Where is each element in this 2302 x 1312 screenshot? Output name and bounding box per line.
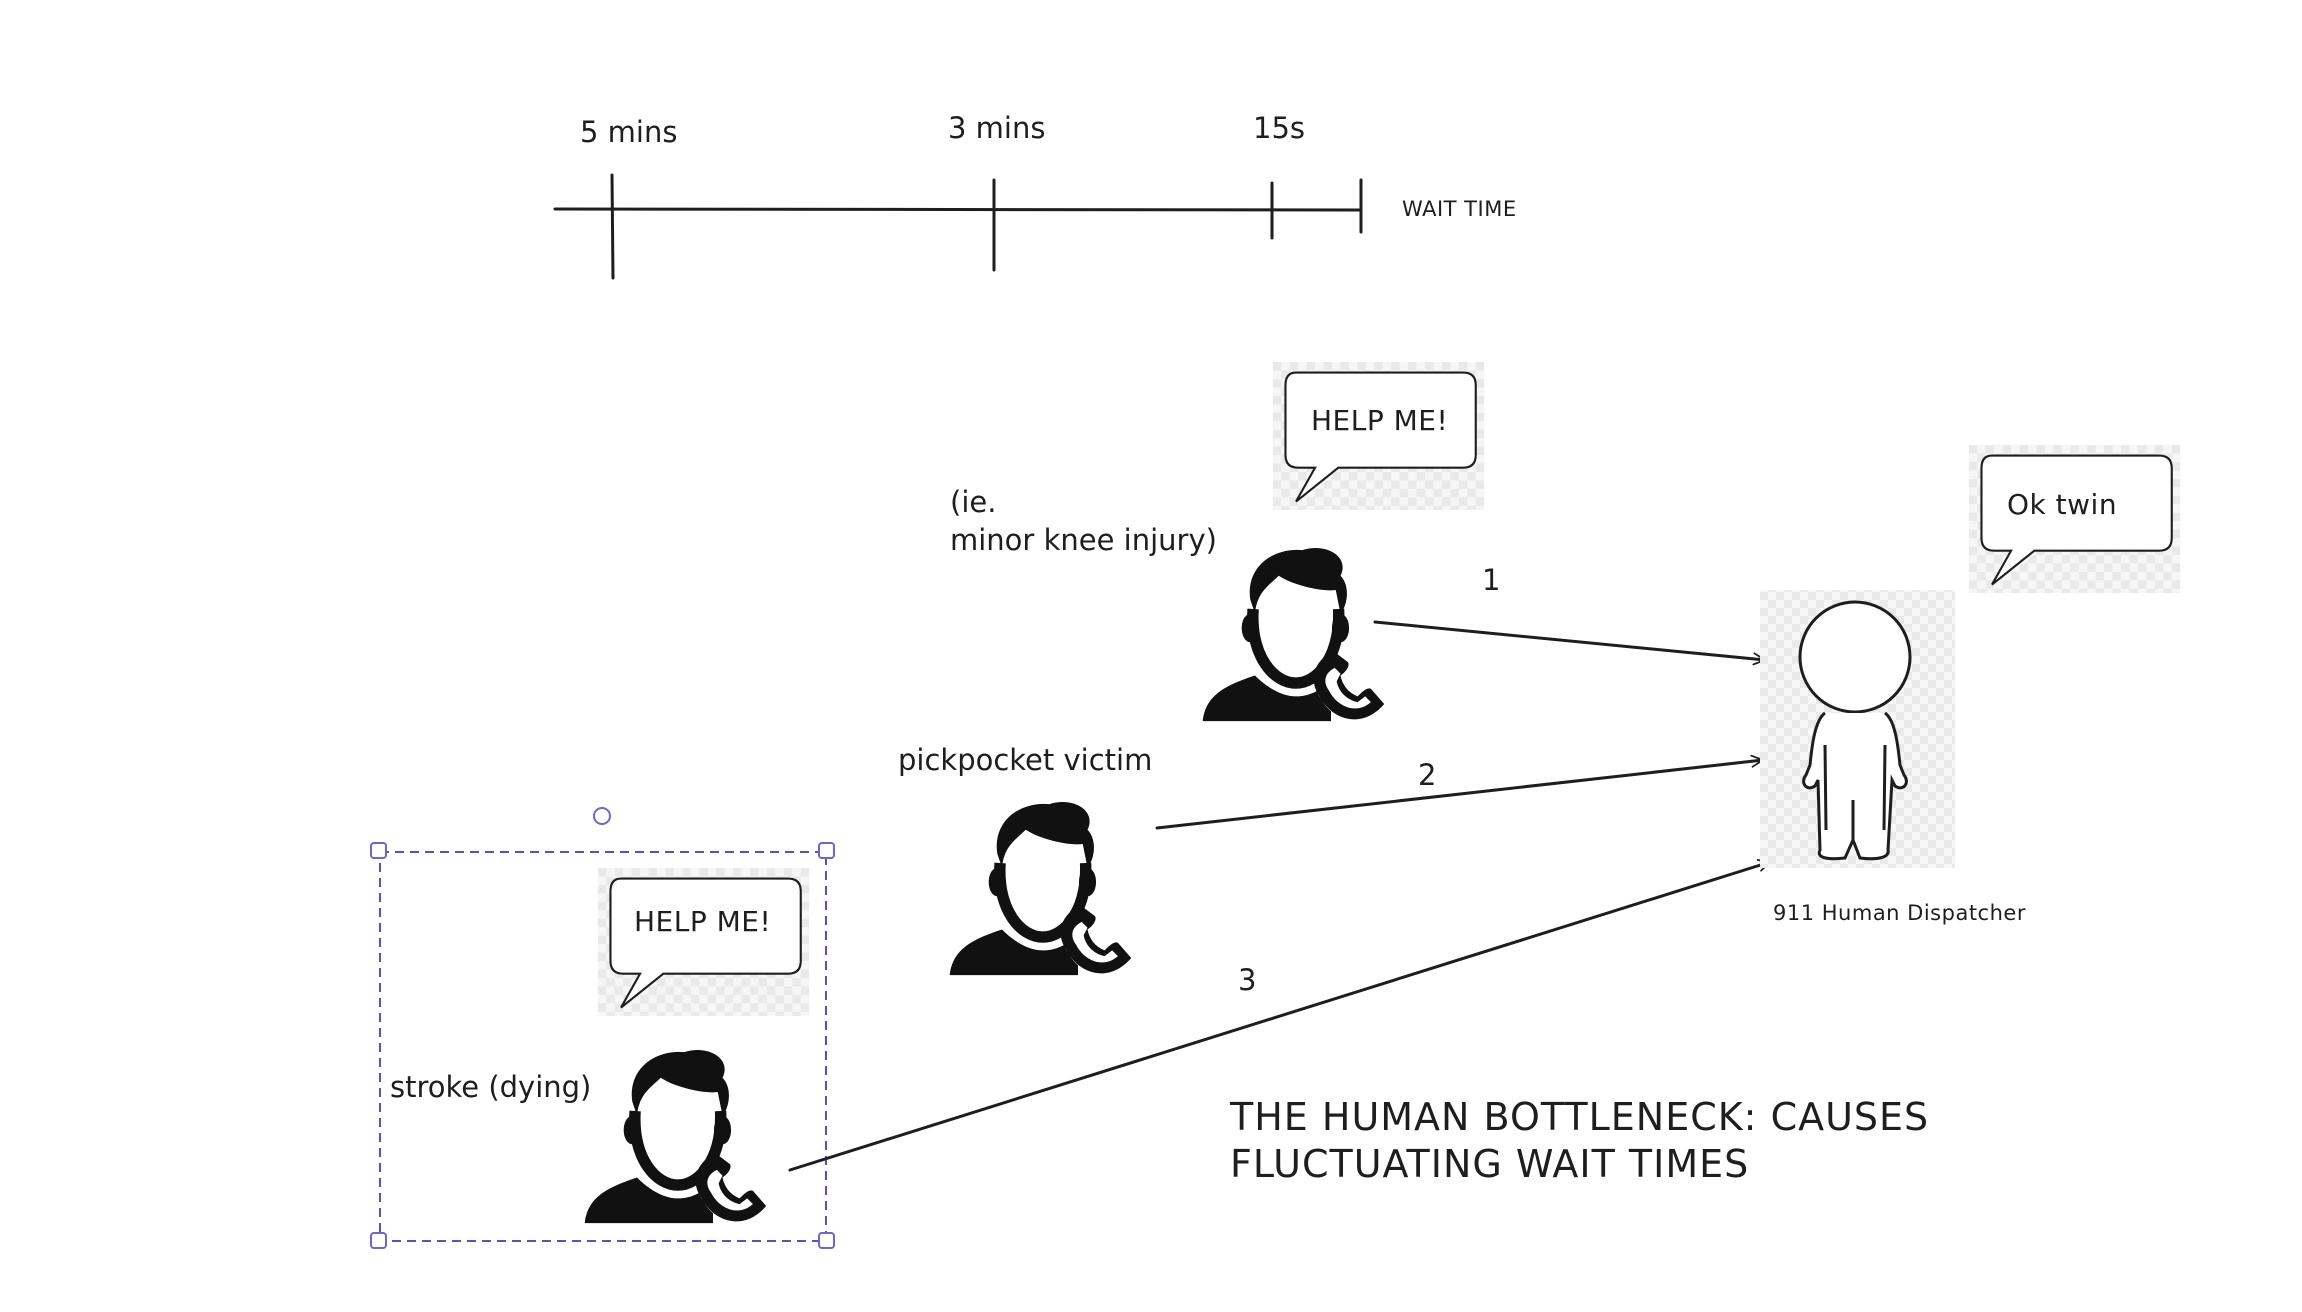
- diagram-title: THE HUMAN BOTTLENECK: CAUSES FLUCTUATING…: [1229, 1095, 1929, 1186]
- dispatcher-label: 911 Human Dispatcher: [1773, 901, 2026, 925]
- selection-outline: [379, 851, 827, 1242]
- person-phone-icon: [585, 1050, 766, 1223]
- caller-label-line2: minor knee injury): [950, 523, 1217, 557]
- caller-stroke[interactable]: HELP ME! stroke (dying): [390, 868, 811, 1223]
- timeline-axis: [553, 207, 1362, 212]
- title-line1: THE HUMAN BOTTLENECK: CAUSES: [1229, 1095, 1929, 1139]
- resize-handle-bottom-left[interactable]: [370, 1232, 387, 1249]
- tick-label-15s: 15s: [1253, 111, 1305, 145]
- timeline-tick-5-mins: [610, 173, 615, 280]
- tick-label-3-mins: 3 mins: [948, 111, 1045, 145]
- arrow-3[interactable]: [788, 859, 1772, 1172]
- caller-minor-knee-injury[interactable]: HELP ME! (ie. minor knee injury): [950, 362, 1486, 721]
- resize-handle-top-left[interactable]: [370, 842, 387, 859]
- caller-label: pickpocket victim: [898, 743, 1152, 777]
- tick-label-5-mins: 5 mins: [580, 115, 677, 149]
- arrow-number-3: 3: [1238, 963, 1256, 997]
- person-phone-icon: [950, 802, 1131, 975]
- rotate-handle[interactable]: [593, 807, 611, 825]
- resize-handle-top-right[interactable]: [818, 842, 835, 859]
- bubble-text: HELP ME!: [634, 905, 771, 938]
- arrow-2[interactable]: [1155, 754, 1765, 830]
- arrow-1[interactable]: [1373, 620, 1767, 666]
- stick-figure-icon: [1798, 600, 1912, 861]
- call-arrows: 1 2 3: [788, 563, 1772, 1172]
- arrow-number-2: 2: [1418, 758, 1436, 792]
- person-phone-icon: [1203, 548, 1384, 721]
- wait-time-timeline[interactable]: 5 mins 3 mins 15s WAIT TIME: [553, 111, 1517, 280]
- title-line2: FLUCTUATING WAIT TIMES: [1230, 1142, 1749, 1186]
- caller-label: stroke (dying): [390, 1070, 591, 1104]
- selection-box[interactable]: [370, 807, 835, 1249]
- speech-bubble: [596, 868, 811, 1016]
- arrow-number-1: 1: [1482, 563, 1500, 597]
- caller-pickpocket-victim[interactable]: pickpocket victim: [898, 743, 1152, 975]
- timeline-axis-label: WAIT TIME: [1402, 197, 1517, 221]
- dispatcher[interactable]: Ok twin 911 Human Dispatcher: [1760, 445, 2182, 925]
- bubble-text: HELP ME!: [1311, 404, 1448, 437]
- bubble-text: Ok twin: [2007, 488, 2117, 521]
- resize-handle-bottom-right[interactable]: [818, 1232, 835, 1249]
- caller-label-line1: (ie.: [950, 485, 996, 519]
